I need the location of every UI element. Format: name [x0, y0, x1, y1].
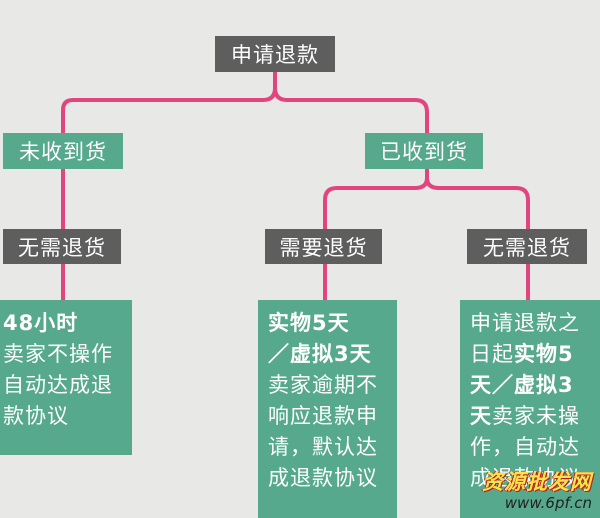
- rule-right-line5: 作，自动达: [470, 435, 580, 459]
- action-node-no-return-left: 无需退货: [3, 229, 121, 264]
- rule-middle-line5: 请，默认达: [268, 435, 378, 459]
- rule-left-line1: 48小时: [3, 311, 79, 335]
- connector-root: [61, 70, 429, 134]
- watermark: 资源批发网 www.6pf.cn: [482, 466, 592, 512]
- rule-middle-line6: 成退款协议: [268, 466, 378, 490]
- branch-label-received: 已收到货: [380, 140, 468, 164]
- rule-right-line6: 成退款协议: [470, 466, 580, 490]
- action-node-need-return: 需要退货: [265, 229, 382, 264]
- watermark-domain: www.6pf.cn: [504, 494, 592, 512]
- rule-box-middle: 实物5天 ／虚拟3天 卖家逾期不 响应退款申 请，默认达 成退款协议: [258, 300, 397, 518]
- rule-middle-line4: 响应退款申: [268, 404, 378, 428]
- rule-middle-line1: 实物5天: [268, 311, 350, 335]
- root-label: 申请退款: [231, 43, 319, 67]
- rule-box-left: 48小时 卖家不操作 自动达成退 款协议: [0, 300, 132, 455]
- branch-label-not-received: 未收到货: [19, 140, 107, 164]
- action-label-no-return-right: 无需退货: [483, 235, 571, 260]
- root-node-request-refund: 申请退款: [215, 36, 335, 72]
- rule-box-right: 申请退款之 日起实物5 天／虚拟3 天卖家未操 作，自动达 成退款协议: [460, 300, 600, 518]
- rule-middle-line2: ／虚拟3天: [268, 342, 372, 366]
- watermark-text: 资源批发网: [482, 469, 592, 494]
- rule-right-line3: 天／虚拟3: [470, 373, 574, 397]
- action-label-need-return: 需要退货: [279, 235, 368, 260]
- rule-left-line3: 自动达成退: [3, 373, 113, 397]
- branch-node-received: 已收到货: [365, 133, 483, 169]
- rule-right-line2: 日起实物5: [470, 342, 574, 366]
- rule-right-line1: 申请退款之: [470, 311, 580, 335]
- rule-left-line4: 款协议: [3, 404, 69, 428]
- rule-middle-line3: 卖家逾期不: [268, 373, 378, 397]
- branch-node-not-received: 未收到货: [3, 133, 123, 169]
- action-label-no-return-left: 无需退货: [18, 235, 106, 260]
- rule-left-line2: 卖家不操作: [3, 342, 113, 366]
- rule-right-line4: 天卖家未操: [470, 404, 580, 428]
- connector-received: [323, 167, 530, 231]
- action-node-no-return-right: 无需退货: [467, 229, 587, 264]
